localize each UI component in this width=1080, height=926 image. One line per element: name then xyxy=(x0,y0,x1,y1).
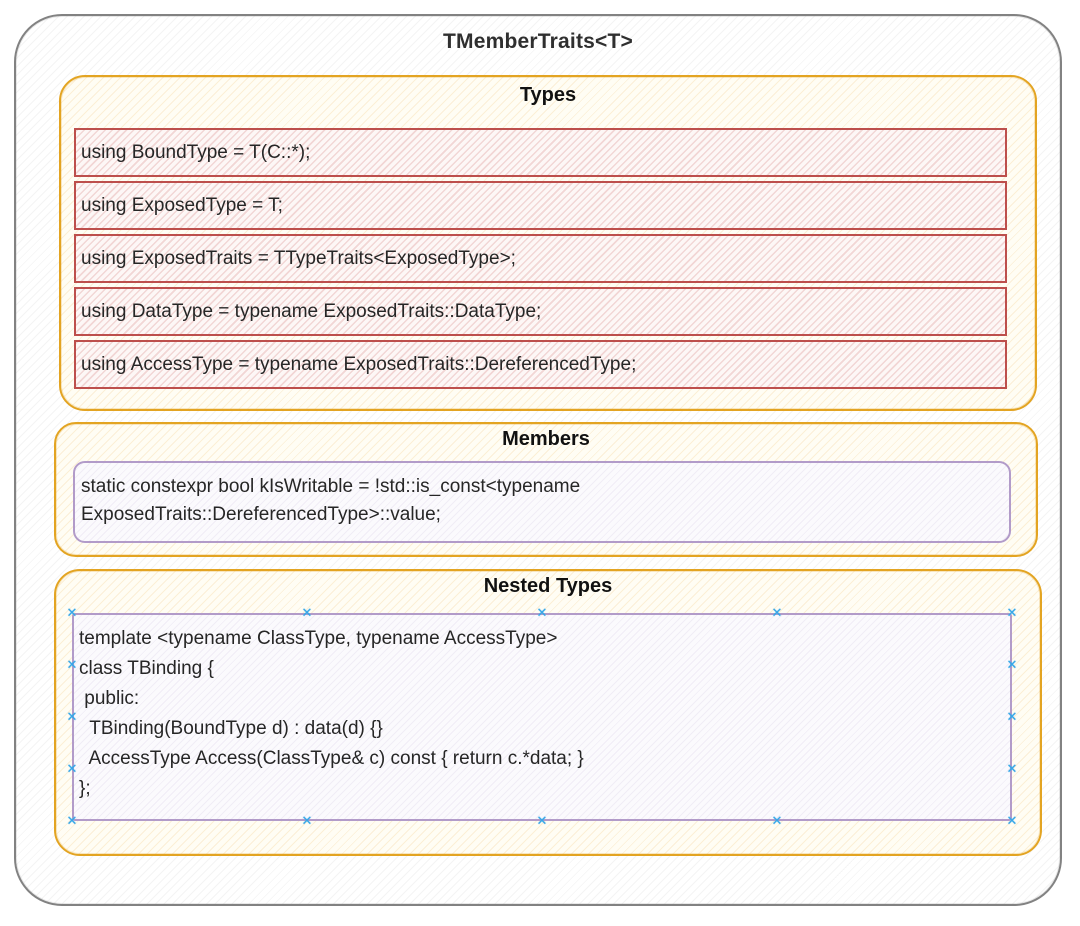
section-nested-types[interactable]: Nested Types template <typename ClassTyp… xyxy=(54,569,1042,856)
section-nested-types-title: Nested Types xyxy=(483,575,613,597)
type-row-exposedtype[interactable]: using ExposedType = T; xyxy=(74,181,1007,230)
section-members-title: Members xyxy=(502,428,590,450)
type-row-accesstype[interactable]: using AccessType = typename ExposedTrait… xyxy=(74,340,1007,389)
type-row-exposedtraits[interactable]: using ExposedTraits = TTypeTraits<Expose… xyxy=(74,234,1007,283)
section-types-title: Types xyxy=(519,84,577,106)
member-kiswritable-box[interactable]: static constexpr bool kIsWritable = !std… xyxy=(73,461,1011,543)
type-rows: using BoundType = T(C::*); using Exposed… xyxy=(74,128,1007,389)
nested-tbinding-box[interactable]: template <typename ClassType, typename A… xyxy=(72,613,1012,821)
class-container-tmembertraits[interactable]: TMemberTraits<T> Types using BoundType =… xyxy=(14,14,1062,906)
section-types[interactable]: Types using BoundType = T(C::*); using E… xyxy=(59,75,1037,411)
type-row-boundtype[interactable]: using BoundType = T(C::*); xyxy=(74,128,1007,177)
section-members[interactable]: Members static constexpr bool kIsWritabl… xyxy=(54,422,1038,557)
class-title: TMemberTraits<T> xyxy=(443,30,633,53)
type-row-datatype[interactable]: using DataType = typename ExposedTraits:… xyxy=(74,287,1007,336)
